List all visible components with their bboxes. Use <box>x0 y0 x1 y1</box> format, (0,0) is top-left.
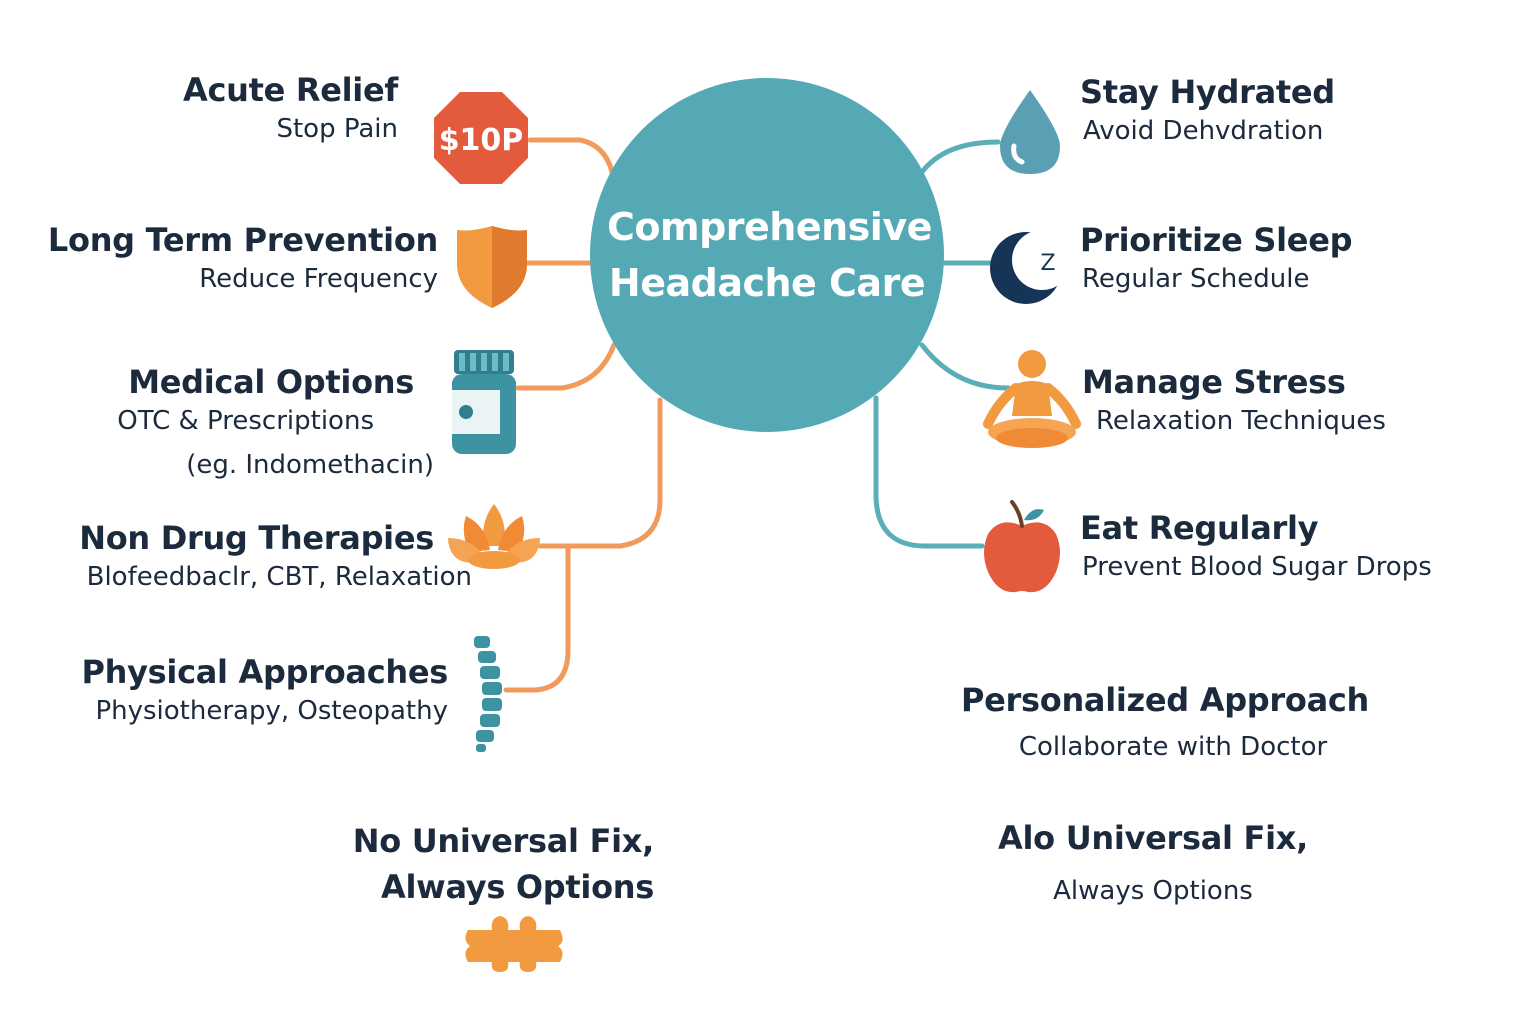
connector-manage-stress <box>919 342 1011 391</box>
branch-title: Acute Relief <box>183 71 398 109</box>
connector-eat-regularly <box>873 395 985 549</box>
branch-title: Stay Hydrated <box>1080 73 1335 111</box>
branch-title: Eat Regularly <box>1080 509 1319 547</box>
spine-icon <box>474 636 502 752</box>
footer-right-line1: Alo Universal Fix, <box>998 819 1308 857</box>
stop-sign-text: $10P <box>439 123 524 158</box>
pill-bottle-icon <box>452 350 516 454</box>
apple-icon <box>984 500 1060 593</box>
water-drop-icon <box>1000 90 1060 174</box>
branch-subtitle: Avoid Dehvdration <box>1083 116 1324 146</box>
personalized-title: Personalized Approach <box>960 681 1370 719</box>
branch-prioritize-sleep: Prioritize Sleep Regular Schedule <box>1080 220 1353 298</box>
branch-title: Non Drug Therapies <box>79 519 434 557</box>
branch-title: Physical Approaches <box>81 653 448 691</box>
branch-subtitle: Prevent Blood Sugar Drops <box>1082 552 1432 582</box>
connector-medical-options <box>515 342 617 391</box>
hub-title: Comprehensive Headache Care <box>607 205 932 305</box>
connector-physical-approaches <box>503 545 571 693</box>
branch-medical-options: Medical Options OTC & Prescriptions <box>117 362 414 440</box>
branch-non-drug-therapies: Non Drug Therapies Blofeedbaclr, CBT, Re… <box>79 518 472 596</box>
branch-subtitle: Stop Pain <box>276 114 398 144</box>
branch-subtitle: Physiotherapy, Osteopathy <box>95 696 448 726</box>
shield-icon <box>457 226 527 308</box>
branch-subtitle: Reduce Frequency <box>199 264 438 294</box>
stop-sign-icon: $10P <box>434 92 528 184</box>
branch-stay-hydrated: Stay Hydrated Avoid Dehvdration <box>1080 72 1335 150</box>
meditation-icon <box>983 350 1081 448</box>
branch-note: (eg. Indomethacin) <box>186 450 434 480</box>
branch-title: Long Term Prevention <box>47 221 438 259</box>
branch-acute-relief: Acute Relief Stop Pain <box>183 70 398 148</box>
connector-acute-relief <box>527 137 615 175</box>
lotus-icon <box>448 504 540 569</box>
branch-long-term-prevention: Long Term Prevention Reduce Frequency <box>48 220 438 298</box>
branch-subtitle: Blofeedbaclr, CBT, Relaxation <box>86 562 472 592</box>
moon-icon: Z <box>990 230 1064 304</box>
branch-title: Medical Options <box>128 363 414 401</box>
sleep-z-text: Z <box>1040 251 1055 276</box>
branch-subtitle: Relaxation Techniques <box>1096 406 1386 436</box>
connector-non-drug-therapies <box>537 397 663 549</box>
puzzle-piece-icon <box>465 916 563 972</box>
personalized-subtitle: Collaborate with Doctor <box>1018 732 1328 762</box>
branch-medical-note: (eg. Indomethacin) <box>186 446 434 484</box>
branch-title: Manage Stress <box>1082 363 1346 401</box>
central-hub: Comprehensive Headache Care <box>590 78 944 432</box>
footer-right: Alo Universal Fix, Always Options <box>978 818 1328 910</box>
branch-manage-stress: Manage Stress Relaxation Techniques <box>1082 362 1386 440</box>
personalized-approach: Personalized Approach Collaborate with D… <box>960 680 1370 766</box>
branch-subtitle: OTC & Prescriptions <box>117 406 374 436</box>
footer-left-line2: Always Options <box>381 868 654 906</box>
branch-subtitle: Regular Schedule <box>1082 264 1310 294</box>
connector-stay-hydrated <box>919 139 1001 175</box>
branch-title: Prioritize Sleep <box>1080 221 1353 259</box>
footer-left-line1: No Universal Fix, <box>352 822 655 860</box>
branch-eat-regularly: Eat Regularly Prevent Blood Sugar Drops <box>1080 508 1432 586</box>
branch-physical-approaches: Physical Approaches Physiotherapy, Osteo… <box>81 652 448 730</box>
footer-left: No Universal Fix, Always Options <box>352 818 655 910</box>
footer-right-line2: Always Options <box>1053 876 1253 906</box>
